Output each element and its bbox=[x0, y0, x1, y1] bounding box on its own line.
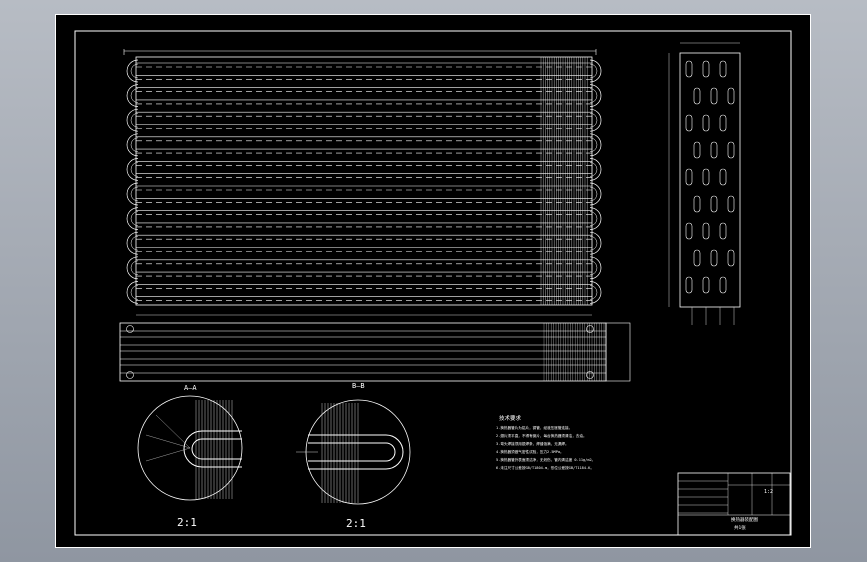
side-leaders bbox=[691, 307, 735, 325]
top-tube-lines bbox=[120, 323, 606, 381]
note-line: 2.翅片须平直，不得有倒片，每台换热器须清洁，去油。 bbox=[496, 433, 587, 438]
drawing-sheet: A—A 2:1 B—B 2:1 技术要求 1.换热器管片为铝片，铜管，经液压胀管… bbox=[55, 14, 811, 548]
cad-drawing: A—A 2:1 B—B 2:1 技术要求 1.换热器管片为铝片，铜管，经液压胀管… bbox=[74, 30, 792, 536]
return-bends-left bbox=[126, 59, 139, 304]
section-b-label: B—B bbox=[352, 382, 365, 390]
note-line: 3.弯头焊接须用银焊条，焊缝饱满，无漏焊。 bbox=[496, 441, 569, 446]
note-line: 5.换热器管外表面须洁净，无划伤，管内清洁度 0.11g/m2。 bbox=[496, 457, 595, 462]
inner-frame bbox=[74, 30, 792, 536]
note-line: 6.未注尺寸公差按GB/T1804-m，形位公差按GB/T1184-K。 bbox=[496, 465, 594, 470]
title-block-sheet: 共1张 bbox=[734, 524, 746, 531]
title-block-scale: 1:2 bbox=[764, 489, 773, 495]
note-line: 4.换热器须做气密性试验，压力2.5MPa。 bbox=[496, 449, 564, 454]
notes-heading: 技术要求 bbox=[499, 414, 522, 422]
section-b-detail: B—B 2:1 bbox=[296, 382, 411, 530]
top-view bbox=[119, 322, 631, 382]
technical-notes: 技术要求 1.换热器管片为铝片，铜管，经液压胀管连接。 2.翅片须平直，不得有倒… bbox=[496, 414, 595, 470]
section-a-detail: A—A 2:1 bbox=[137, 384, 243, 529]
return-bends-right bbox=[589, 59, 602, 304]
section-b-scale: 2:1 bbox=[346, 517, 366, 530]
mounting-holes bbox=[126, 325, 594, 379]
title-block-title: 换热器装配图 bbox=[731, 516, 758, 523]
note-line: 1.换热器管片为铝片，铜管，经液压胀管连接。 bbox=[496, 425, 572, 430]
front-view bbox=[123, 49, 602, 316]
side-view bbox=[668, 42, 741, 325]
title-block: 换热器装配图 1:2 共1张 bbox=[677, 472, 791, 536]
section-a-scale: 2:1 bbox=[177, 516, 197, 529]
section-a-label: A—A bbox=[184, 384, 197, 392]
tube-slots bbox=[685, 60, 735, 294]
tube-rows bbox=[136, 62, 592, 302]
fin-pack bbox=[540, 57, 588, 305]
